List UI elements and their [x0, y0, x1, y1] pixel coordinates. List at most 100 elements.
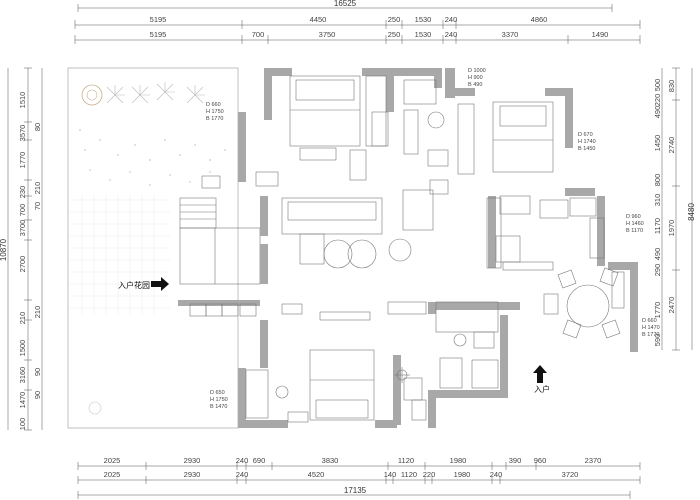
spec-bed-top-left: D 660 H 1750 B 1770 — [206, 102, 224, 122]
bot-r1-5: 1120 — [398, 456, 414, 465]
top-r1-3: 1530 — [415, 15, 432, 24]
spec-line: H 1740 — [578, 139, 596, 145]
top-r2-7: 1490 — [592, 30, 609, 39]
bot-r1-3: 690 — [253, 456, 266, 465]
arrow-right-icon — [151, 277, 169, 291]
dining-table — [543, 267, 625, 339]
right-i-9: 1770 — [653, 302, 662, 319]
left-i-4: 70 — [33, 202, 42, 210]
top-r2-6: 3370 — [502, 30, 519, 39]
right-o-1: 2740 — [667, 137, 676, 154]
bot-r1-4: 3830 — [322, 456, 339, 465]
bot-r1-2: 240 — [236, 456, 249, 465]
right-dimensions: 8480 830 2740 1970 2470 500 220 490 1450… — [653, 67, 696, 351]
top-r1-1: 4450 — [310, 15, 327, 24]
spec-line: D 960 — [626, 214, 641, 220]
spec-line: D 670 — [578, 132, 593, 138]
bed-bottom — [245, 349, 427, 423]
spec-line: H 1750 — [210, 397, 228, 403]
bot-r1-1: 2930 — [184, 456, 201, 465]
left-o-7: 210 — [18, 312, 27, 325]
spec-wardrobe-top: D 1000 H 900 B 490 — [468, 68, 486, 88]
top-r1-5: 4860 — [531, 15, 548, 24]
bot-r2-8: 240 — [490, 470, 503, 479]
right-total-dim: 8480 — [687, 203, 696, 221]
right-i-3: 1450 — [653, 135, 662, 152]
top-total-dim: 16525 — [334, 0, 357, 8]
left-o-8: 3160 — [18, 367, 27, 384]
kitchen-fixtures — [486, 195, 605, 271]
spec-line: H 900 — [468, 75, 483, 81]
spec-line: D 660 — [642, 318, 657, 324]
top-r2-4: 1530 — [415, 30, 432, 39]
top-r2-1: 700 — [252, 30, 265, 39]
spec-line: B 1450 — [578, 146, 595, 152]
left-total-dim: 10870 — [0, 238, 8, 261]
right-i-6: 1170 — [653, 218, 662, 234]
bed-right — [457, 101, 554, 175]
spec-bed-right: D 670 H 1740 B 1450 — [578, 132, 596, 152]
bot-r1-0: 2025 — [104, 456, 121, 465]
bot-r1-8: 960 — [534, 456, 547, 465]
spec-line: B 490 — [468, 82, 482, 88]
bot-r1-7: 390 — [509, 456, 522, 465]
bot-r2-6: 220 — [423, 470, 436, 479]
top-r2-3: 250 — [388, 30, 401, 39]
right-i-7: 490 — [653, 248, 662, 261]
spec-kitchen: D 960 H 1460 B 1170 — [626, 214, 644, 234]
right-i-8: 290 — [653, 264, 662, 277]
left-i-2: 210 — [33, 306, 42, 319]
top-dimensions: 16525 5195 4450 250 1530 240 4860 5195 7… — [74, 0, 641, 44]
left-i-3: 90 — [33, 368, 42, 376]
left-i-1: 210 — [33, 182, 42, 195]
bot-r2-5: 1120 — [401, 470, 417, 479]
right-i-10: 590 — [653, 334, 662, 347]
bot-r2-2: 240 — [236, 470, 249, 479]
garden-area — [67, 67, 261, 429]
spec-line: D 1000 — [468, 68, 486, 74]
bot-r2-0: 2025 — [104, 470, 121, 479]
right-i-2: 490 — [653, 106, 662, 119]
right-i-0: 500 — [653, 79, 662, 92]
right-o-3: 2470 — [667, 297, 676, 314]
spec-line: D 650 — [210, 390, 225, 396]
right-i-5: 310 — [653, 194, 662, 207]
top-r1-0: 5195 — [150, 15, 167, 24]
left-o-2: 1770 — [18, 152, 27, 169]
bottom-total-dim: 17135 — [344, 486, 367, 495]
spec-line: H 1460 — [626, 221, 644, 227]
left-i-5: 90 — [33, 391, 42, 399]
garden-entrance-marker: 入户花园 — [118, 277, 169, 291]
spec-dining: D 660 H 1470 B 1770 — [642, 318, 660, 338]
right-o-0: 830 — [667, 80, 676, 93]
ceiling-fixture-icon — [394, 367, 410, 383]
top-r1-2: 250 — [388, 15, 401, 24]
bot-r1-9: 2370 — [585, 456, 602, 465]
walls — [178, 68, 638, 428]
left-dimensions: 10870 1510 3570 1770 230 700 3700 2700 2… — [0, 67, 43, 430]
bot-r1-6: 1980 — [450, 456, 467, 465]
right-i-1: 220 — [653, 94, 662, 107]
left-o-5: 3700 — [18, 220, 27, 237]
bottom-bath — [435, 301, 499, 389]
spec-line: B 1470 — [210, 404, 227, 410]
bot-r2-1: 2930 — [184, 470, 201, 479]
bed-top-left — [289, 75, 361, 161]
bot-r2-7: 1980 — [454, 470, 471, 479]
arrow-up-icon — [533, 365, 547, 383]
spec-line: D 660 — [206, 102, 221, 108]
main-entrance-marker: 入户 — [533, 365, 550, 394]
decor-tree-icon — [81, 84, 103, 106]
spec-line: H 1750 — [206, 109, 224, 115]
top-r2-5: 240 — [445, 30, 458, 39]
bot-r2-9: 3720 — [562, 470, 579, 479]
bot-r2-4: 140 — [384, 470, 397, 479]
furniture — [189, 75, 625, 423]
left-o-10: 1470 — [18, 392, 27, 409]
top-r2-2: 3750 — [319, 30, 336, 39]
left-o-4: 700 — [18, 204, 27, 217]
left-i-0: 80 — [33, 123, 42, 131]
garden-entrance-label: 入户花园 — [118, 280, 150, 290]
right-o-2: 1970 — [667, 220, 676, 237]
